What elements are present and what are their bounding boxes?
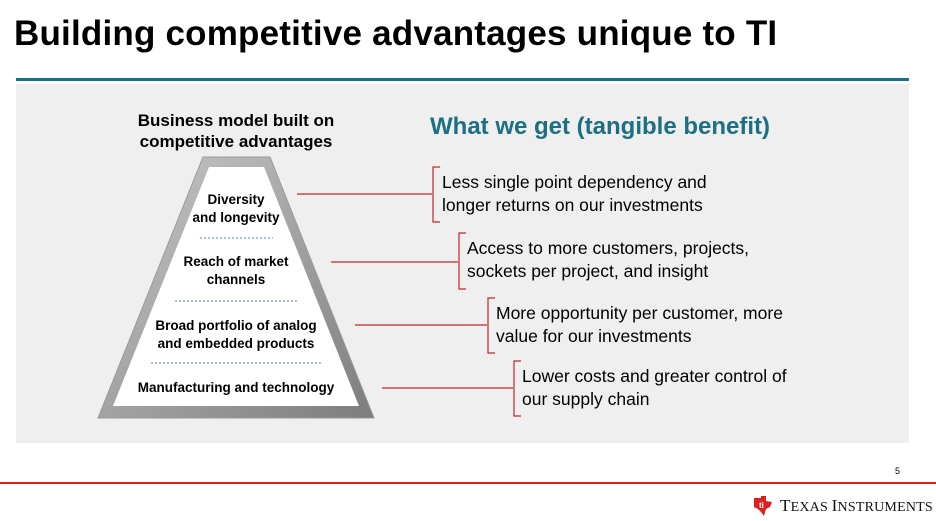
- title-divider: [16, 78, 909, 81]
- layer-text: and longevity: [192, 210, 280, 225]
- pyramid-layer-diversity: Diversity and longevity: [176, 191, 296, 227]
- benefits-heading: What we get (tangible benefit): [430, 113, 770, 140]
- benefit-text: More opportunity per customer, more: [496, 303, 783, 323]
- benefit-text: value for our investments: [496, 326, 692, 346]
- benefit-item-2: Access to more customers, projects, sock…: [467, 237, 749, 283]
- layer-text: Diversity: [207, 192, 265, 207]
- pyramid-heading-line2: competitive advantages: [139, 132, 333, 151]
- benefit-text: our supply chain: [522, 389, 650, 409]
- pyramid-heading-line1: Business model built on: [137, 111, 335, 130]
- bracket: [513, 360, 521, 417]
- benefit-text: Lower costs and greater control of: [522, 366, 787, 386]
- logo-letter: T: [780, 496, 791, 515]
- bracket: [487, 297, 495, 354]
- ti-texas-logo-icon: ti: [754, 496, 772, 516]
- pyramid-heading: Business model built on competitive adva…: [116, 110, 356, 152]
- pyramid-inner-shape: [113, 167, 359, 406]
- bracket: [432, 166, 440, 223]
- layer-text: Manufacturing and technology: [137, 380, 335, 395]
- svg-text:ti: ti: [759, 501, 764, 510]
- layer-text: Reach of market: [183, 254, 289, 269]
- layer-text: channels: [206, 272, 266, 287]
- pyramid-layer-portfolio: Broad portfolio of analog and embedded p…: [131, 317, 341, 353]
- pyramid-layer-manufacturing: Manufacturing and technology: [116, 379, 356, 397]
- pyramid-layer-market-channels: Reach of market channels: [156, 253, 316, 289]
- benefit-text: Less single point dependency and: [442, 172, 707, 192]
- benefit-text: longer returns on our investments: [442, 195, 703, 215]
- benefit-item-4: Lower costs and greater control of our s…: [522, 365, 787, 411]
- ti-logo: ti TEXAS INSTRUMENTS: [752, 495, 933, 517]
- bracket: [458, 232, 466, 290]
- benefit-item-1: Less single point dependency and longer …: [442, 171, 707, 217]
- logo-letter: I: [831, 496, 838, 515]
- logo-letters: NSTRUMENTS: [837, 500, 933, 515]
- benefit-text: sockets per project, and insight: [467, 261, 709, 281]
- layer-text: and embedded products: [157, 336, 315, 351]
- page-number: 5: [894, 466, 900, 476]
- benefit-item-3: More opportunity per customer, more valu…: [496, 302, 783, 348]
- ti-logo-text: TEXAS INSTRUMENTS: [780, 496, 933, 516]
- footer-divider: [0, 482, 936, 484]
- benefit-text: Access to more customers, projects,: [467, 238, 750, 258]
- logo-letters: EXAS: [790, 500, 832, 515]
- layer-text: Broad portfolio of analog: [155, 318, 317, 333]
- slide-title: Building competitive advantages unique t…: [14, 14, 778, 53]
